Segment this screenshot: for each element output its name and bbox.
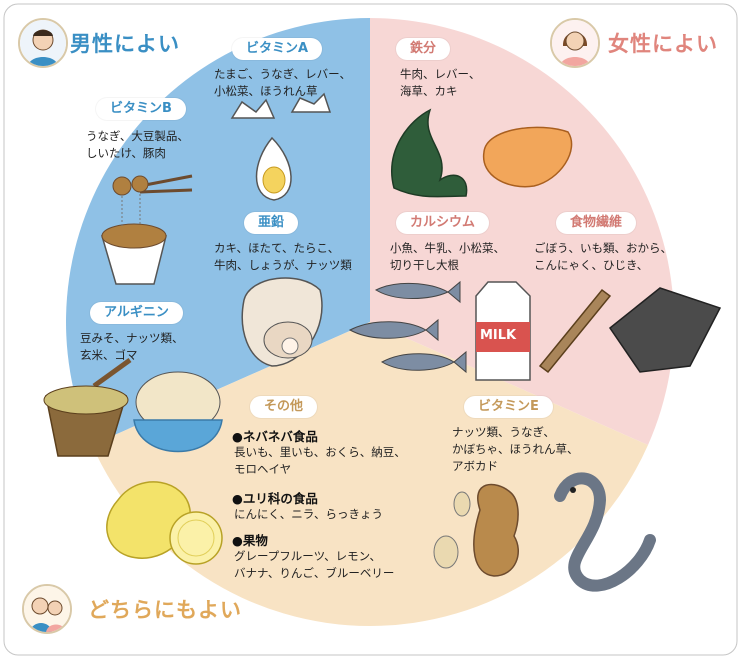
other-group-title: ●ネバネバ食品 bbox=[232, 429, 318, 444]
woman-avatar-icon bbox=[550, 18, 600, 68]
vitamin-a-desc: たまご、うなぎ、レバー、 小松菜、ほうれん草 bbox=[214, 67, 351, 98]
oyster-icon bbox=[241, 277, 323, 367]
burdock-icon bbox=[538, 288, 612, 374]
man-avatar-icon bbox=[18, 18, 68, 68]
eel-icon bbox=[554, 472, 656, 592]
other-label: その他 bbox=[250, 396, 318, 418]
milk-carton-icon bbox=[475, 281, 531, 381]
fish-icon bbox=[348, 280, 467, 374]
male-heading: 男性によい bbox=[70, 32, 180, 56]
vitamin-a-label: ビタミンA bbox=[232, 38, 323, 60]
peanut-icon bbox=[433, 483, 519, 577]
vitamin-b-label: ビタミンB bbox=[96, 98, 186, 120]
iron-label: 鉄分 bbox=[396, 38, 451, 60]
egg-icon bbox=[230, 92, 332, 201]
rice-bowl-icon bbox=[133, 371, 223, 453]
zinc-label: 亜鉛 bbox=[244, 212, 299, 234]
female-heading: 女性によい bbox=[608, 32, 718, 56]
seaweed-icon bbox=[391, 108, 468, 198]
vitamin-e-label: ビタミンE bbox=[464, 396, 553, 418]
mortar-icon bbox=[43, 357, 132, 457]
liver-icon bbox=[482, 126, 573, 188]
arginine-desc: 豆みそ、ナッツ類、 玄米、ゴマ bbox=[80, 331, 184, 362]
fiber-desc: ごぼう、いも類、おから、 こんにゃく、ひじき、 bbox=[534, 241, 672, 272]
natto-icon bbox=[101, 174, 193, 285]
other-group-desc: にんにく、ニラ、らっきょう bbox=[234, 507, 384, 521]
female-sector bbox=[370, 18, 674, 445]
calcium-desc: 小魚、牛乳、小松菜、 切り干し大根 bbox=[390, 241, 505, 272]
other-group-title: ●果物 bbox=[232, 533, 268, 548]
vitamin-e-desc: ナッツ類、うなぎ、 かぼちゃ、ほうれん草、 アボカド bbox=[452, 425, 579, 473]
arginine-label: アルギニン bbox=[90, 302, 183, 324]
other-group-title: ●ユリ科の食品 bbox=[232, 491, 318, 506]
other-group-desc: グレープフルーツ、レモン、 バナナ、りんご、ブルーベリー bbox=[234, 549, 395, 580]
lemon-icon bbox=[106, 481, 223, 565]
milk-label: MILK bbox=[480, 328, 517, 343]
both-heading: どちらにもよい bbox=[88, 598, 242, 622]
zinc-desc: カキ、ほたて、たらこ、 牛肉、しょうが、ナッツ類 bbox=[214, 241, 352, 272]
other-group-desc: 長いも、里いも、おくら、納豆、 モロヘイヤ bbox=[234, 445, 406, 476]
couple-avatar-icon bbox=[22, 584, 72, 634]
iron-desc: 牛肉、レバー、 海草、カキ bbox=[400, 67, 481, 98]
vitamin-b-desc: うなぎ、大豆製品、 しいたけ、豚肉 bbox=[86, 129, 189, 160]
calcium-label: カルシウム bbox=[396, 212, 490, 234]
konjac-icon bbox=[608, 287, 722, 373]
fiber-label: 食物繊維 bbox=[556, 212, 637, 234]
